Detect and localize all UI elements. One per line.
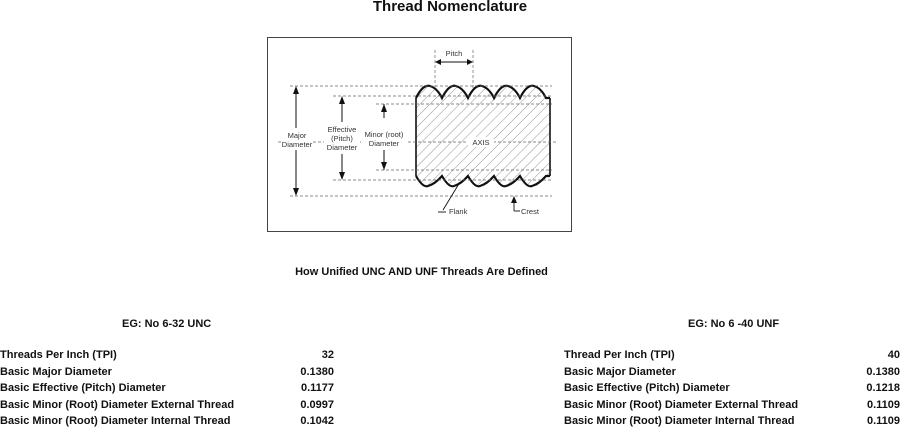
effective-label-line1: Effective bbox=[328, 125, 357, 134]
spec-value: 0.1380 bbox=[866, 365, 900, 378]
major-arrow-up bbox=[293, 86, 299, 94]
table-row: Basic Minor (Root) Diameter External Thr… bbox=[0, 397, 334, 414]
effective-label-line3: Diameter bbox=[327, 143, 358, 152]
minor-label-line2: Diameter bbox=[369, 139, 400, 148]
spec-value: 0.1218 bbox=[866, 382, 900, 394]
spec-value: 0.0997 bbox=[300, 398, 334, 411]
spec-label: Basic Minor (Root) Diameter Internal Thr… bbox=[0, 415, 231, 427]
spec-value: 0.1042 bbox=[300, 415, 334, 427]
table-row: Basic Minor (Root) Diameter Internal Thr… bbox=[0, 413, 334, 430]
table-row: Threads Per Inch (TPI) 32 bbox=[0, 347, 334, 364]
crest-label: Crest bbox=[521, 207, 540, 216]
effective-label-line2: (Pitch) bbox=[331, 134, 353, 143]
major-arrow-down bbox=[293, 188, 299, 196]
table-row: Basic Effective (Pitch) Diameter 0.1177 bbox=[0, 380, 334, 397]
crest-arrow bbox=[511, 196, 517, 203]
pitch-arrow-right bbox=[467, 59, 473, 65]
table-row: Basic Minor (Root) Diameter Internal Thr… bbox=[564, 413, 900, 430]
spec-label: Threads Per Inch (TPI) bbox=[0, 349, 117, 361]
spec-value: 0.1177 bbox=[300, 382, 334, 394]
spec-value: 32 bbox=[321, 349, 334, 361]
flank-pointer bbox=[442, 181, 461, 211]
major-label-line2: Diameter bbox=[282, 140, 313, 149]
spec-label: Basic Major Diameter bbox=[0, 365, 112, 378]
section-subtitle: How Unified UNC AND UNF Threads Are Defi… bbox=[295, 266, 548, 278]
table-row: Basic Major Diameter 0.1380 bbox=[564, 364, 900, 381]
thread-diagram-svg: Pitch Major Diameter Effective (Pitch) D… bbox=[278, 48, 558, 216]
minor-label-bg bbox=[362, 128, 406, 148]
flank-label: Flank bbox=[449, 207, 468, 216]
minor-arrow-up bbox=[381, 104, 387, 112]
spec-value: 0.1109 bbox=[866, 398, 900, 411]
axis-label: AXIS bbox=[472, 138, 489, 147]
pitch-label-bg bbox=[442, 48, 466, 58]
page-title: Thread Nomenclature bbox=[372, 0, 528, 15]
spec-value: 0.1380 bbox=[300, 365, 334, 378]
effective-arrow-up bbox=[339, 96, 345, 104]
effective-arrow-down bbox=[339, 172, 345, 180]
spec-value: 0.1109 bbox=[866, 415, 900, 427]
minor-label-line1: Minor (root) bbox=[365, 130, 404, 139]
spec-label: Basic Minor (Root) Diameter External Thr… bbox=[0, 398, 235, 411]
spec-label: Basic Effective (Pitch) Diameter bbox=[564, 382, 730, 394]
spec-label: Thread Per Inch (TPI) bbox=[564, 349, 675, 361]
example-heading-unc: EG: No 6-32 UNC bbox=[122, 318, 212, 330]
unf-spec-table: Thread Per Inch (TPI) 40 Basic Major Dia… bbox=[564, 347, 900, 430]
table-row: Thread Per Inch (TPI) 40 bbox=[564, 347, 900, 364]
axis-label-bg bbox=[468, 137, 494, 147]
spec-label: Basic Major Diameter bbox=[564, 365, 676, 378]
effective-label-bg bbox=[324, 122, 360, 154]
major-label-bg bbox=[282, 128, 312, 150]
spec-label: Basic Minor (Root) Diameter External Thr… bbox=[564, 398, 799, 411]
table-row: Basic Major Diameter 0.1380 bbox=[0, 364, 334, 381]
spec-value: 40 bbox=[887, 349, 900, 361]
unc-spec-table: Threads Per Inch (TPI) 32 Basic Major Di… bbox=[0, 347, 334, 430]
spec-label: Basic Effective (Pitch) Diameter bbox=[0, 382, 166, 394]
minor-arrow-down bbox=[381, 162, 387, 170]
spec-label: Basic Minor (Root) Diameter Internal Thr… bbox=[564, 415, 795, 427]
table-row: Basic Minor (Root) Diameter External Thr… bbox=[564, 397, 900, 414]
thread-body-hatch bbox=[416, 85, 550, 187]
table-row: Basic Effective (Pitch) Diameter 0.1218 bbox=[564, 380, 900, 397]
pitch-arrow-left bbox=[435, 59, 441, 65]
example-heading-unf: EG: No 6 -40 UNF bbox=[688, 318, 780, 330]
major-label-line1: Major bbox=[288, 131, 307, 140]
pitch-label: Pitch bbox=[446, 49, 463, 58]
thread-nomenclature-diagram: Pitch Major Diameter Effective (Pitch) D… bbox=[267, 37, 572, 232]
